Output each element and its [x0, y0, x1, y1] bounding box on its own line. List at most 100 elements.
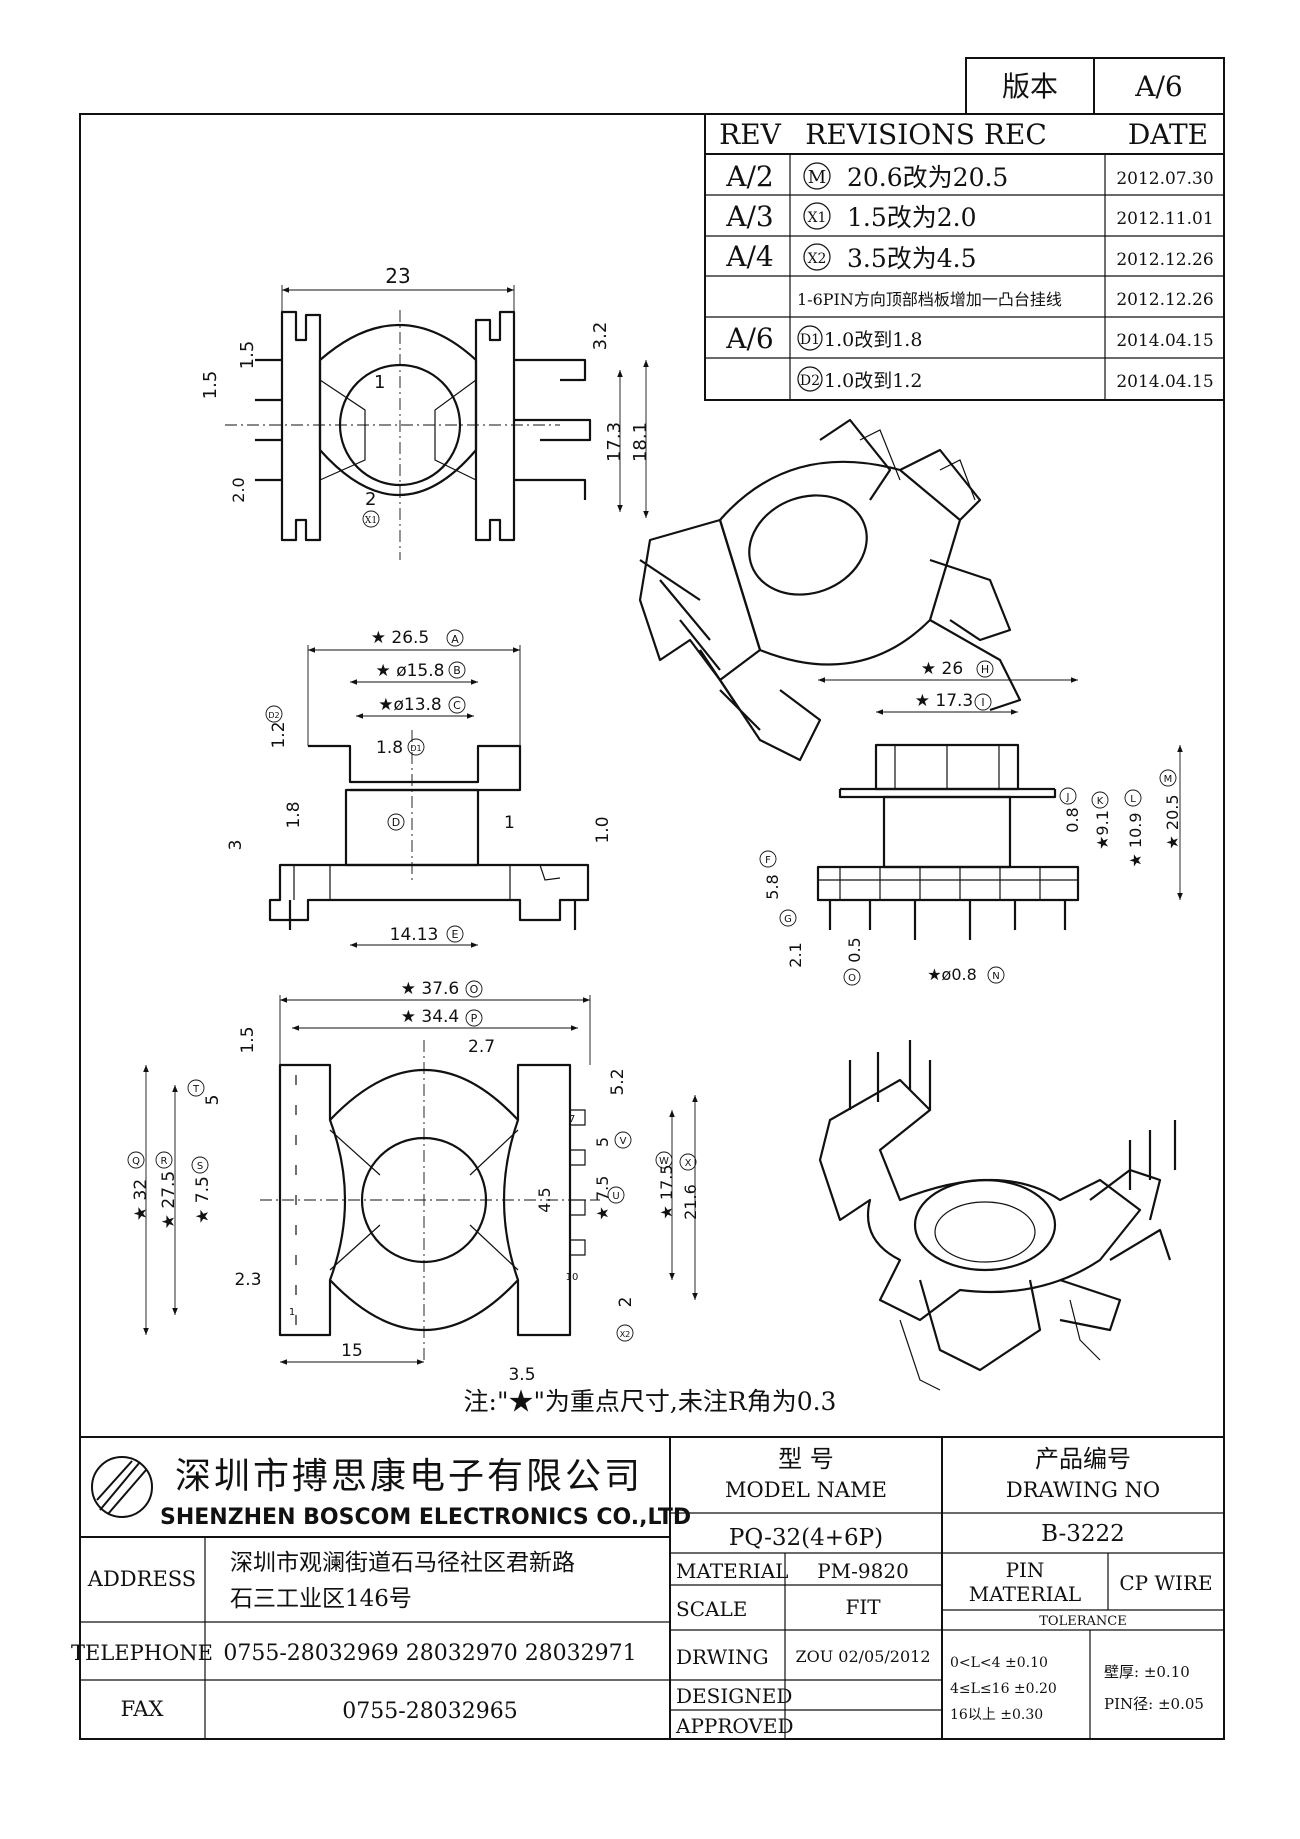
material-value: PM-9820 — [817, 1559, 909, 1583]
mark-label: B — [453, 664, 461, 677]
company-name-en: SHENZHEN BOSCOM ELECTRONICS CO.,LTD — [160, 1505, 691, 1530]
dim-label: 1.0 — [593, 816, 613, 843]
model-name: PQ-32(4+6P) — [729, 1525, 883, 1551]
dim-label: 1.5 — [237, 341, 258, 370]
dim-label: 3.2 — [590, 322, 611, 351]
mark-label: H — [981, 663, 989, 676]
rev-text: 1.5改为2.0 — [847, 203, 977, 232]
side-view: ★ 26 H ★ 17.3 I 0.8 J ★9.1 K ★ 10.9 L ★ … — [759, 659, 1183, 986]
mark-label: E — [452, 928, 459, 941]
dim-label: 21.6 — [681, 1184, 700, 1220]
dim-label: ★ 17.3 — [915, 691, 974, 711]
rev-text: 1.0改到1.8 — [824, 329, 922, 351]
rev-text: 1.0改到1.2 — [824, 370, 922, 392]
telephone-value: 0755-28032969 28032970 28032971 — [223, 1641, 636, 1666]
drawing-label-en: DRAWING NO — [1006, 1478, 1160, 1502]
dim-label: 0.8 — [1063, 807, 1082, 832]
mark-circle — [803, 243, 831, 271]
rev-mark: M — [808, 167, 826, 188]
dim-label: 1 — [504, 813, 515, 833]
dim-label: 3 — [226, 840, 246, 851]
dim-label: ★ø13.8 — [378, 695, 442, 715]
mark-label: X1 — [365, 516, 377, 526]
mark-label: S — [197, 1161, 203, 1172]
mark-label: I — [981, 696, 984, 709]
dim-label: 2.0 — [229, 477, 248, 502]
model-label-en: MODEL NAME — [725, 1478, 887, 1502]
rev-text: 3.5改为4.5 — [847, 244, 977, 273]
fax-value: 0755-28032965 — [342, 1699, 517, 1724]
dim-label: ★ 27.5 — [159, 1171, 179, 1230]
dim-label: ★ 37.6 — [401, 979, 460, 999]
bottom-view: ★ 37.6 O ★ 34.4 P 2.7 1.5 5.2 ★ 32 Q ★ 2… — [127, 979, 700, 1385]
fax-label: FAX — [121, 1697, 164, 1721]
isometric-view-bottom — [818, 1040, 1177, 1391]
revision-row: 1-6PIN方向顶部档板增加一凸台挂线 2012.12.26 — [797, 290, 1214, 310]
date-header: DATE — [1128, 118, 1208, 151]
mark-label: R — [161, 1156, 168, 1167]
mark-label: O — [470, 983, 479, 996]
rev-mark: X1 — [808, 210, 827, 226]
dim-label: ★ 7.5 — [593, 1176, 612, 1221]
mark-label: J — [1066, 792, 1070, 803]
mark-label: K — [1097, 796, 1104, 807]
rev-mark: D2 — [800, 373, 820, 389]
mark-label: C — [453, 699, 461, 712]
dim-label: 1.2 — [269, 721, 289, 748]
dim-label: 4.5 — [535, 1187, 554, 1212]
material-label: MATERIAL — [676, 1559, 788, 1583]
address-line-1: 深圳市观澜街道石马径社区君新路 — [230, 1550, 575, 1576]
rev-date: 2012.11.01 — [1116, 209, 1213, 229]
drawing-frame — [79, 113, 1225, 1740]
drawing-label-cn: 产品编号 — [1035, 1445, 1131, 1473]
mark-label: L — [1130, 794, 1136, 805]
mark-label: D1 — [410, 744, 421, 753]
tolerance-row-3: 16以上 ±0.30 — [950, 1707, 1043, 1723]
mark-label: G — [784, 914, 792, 925]
approved-label: APPROVED — [675, 1714, 794, 1738]
rev-text: 20.6改为20.5 — [847, 163, 1008, 192]
mark-label: O — [848, 973, 856, 984]
mark-circle — [797, 366, 823, 392]
rev-header: REV — [719, 118, 782, 151]
dim-label: 5.2 — [608, 1068, 628, 1095]
dim-label: ★ 26 — [921, 659, 963, 679]
mark-label: D2 — [268, 711, 279, 720]
rev-date: 2012.12.26 — [1116, 250, 1213, 270]
pin-material-value: CP WIRE — [1119, 1571, 1212, 1595]
dim-label: 18.1 — [630, 422, 651, 462]
tolerance-label: TOLERANCE — [1039, 1614, 1126, 1629]
scale-value: FIT — [845, 1595, 881, 1619]
company-name-cn: 深圳市搏思康电子有限公司 — [175, 1456, 643, 1497]
mark-label: M — [1164, 774, 1173, 785]
scale-label: SCALE — [676, 1597, 747, 1621]
rev-id: A/2 — [725, 160, 773, 193]
dim-label: 1.5 — [238, 1026, 258, 1053]
revision-row: A/3 X1 1.5改为2.0 2012.11.01 — [725, 200, 1213, 233]
tolerance-row-1: 0<L<4 ±0.10 — [950, 1655, 1048, 1671]
dim-label: ★ 34.4 — [401, 1007, 460, 1027]
rev-mark: D1 — [800, 332, 820, 348]
dim-label: 15 — [341, 1341, 363, 1361]
dim-label: 2 — [365, 489, 376, 510]
pin-material-label-2: MATERIAL — [969, 1582, 1081, 1606]
mark-label: W — [659, 1156, 669, 1167]
drwing-label: DRWING — [676, 1645, 769, 1669]
rev-date: 2012.12.26 — [1116, 290, 1213, 310]
dim-label: 2.7 — [468, 1037, 495, 1057]
address-label: ADDRESS — [87, 1567, 196, 1591]
mark-circle — [803, 202, 831, 230]
revision-row: A/4 X2 3.5改为4.5 2012.12.26 — [725, 240, 1213, 273]
telephone-label: TELEPHONE — [71, 1641, 213, 1665]
pin-tolerance: PIN径: ±0.05 — [1104, 1695, 1204, 1713]
dim-label: 3.5 — [508, 1365, 535, 1385]
dim-label: 14.13 — [390, 925, 439, 945]
title-block: 深圳市搏思康电子有限公司 SHENZHEN BOSCOM ELECTRONICS… — [71, 1436, 1224, 1739]
designed-label: DESIGNED — [676, 1684, 792, 1708]
rev-date: 2014.04.15 — [1116, 372, 1213, 392]
rev-id: A/4 — [725, 240, 773, 273]
dim-label: 17.3 — [604, 422, 625, 462]
pin-number: 10 — [566, 1272, 579, 1283]
rev-text: 1-6PIN方向顶部档板增加一凸台挂线 — [797, 290, 1062, 309]
mark-label: U — [612, 1191, 619, 1202]
